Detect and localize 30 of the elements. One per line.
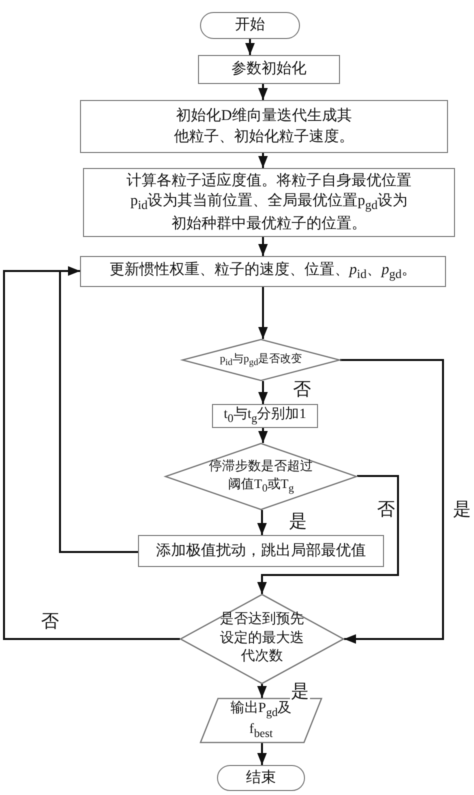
decision-diamond: 是否达到预先设定的最大迭代次数	[180, 594, 344, 684]
decision-diamond: 停滞步数是否超过阈值T$_{0}$或T$_{g}$	[165, 443, 357, 510]
edge-label: 是	[288, 512, 308, 530]
decision-diamond: p$_{id}$与p$_{gd}$是否改变	[182, 339, 340, 381]
edge-label: 否	[40, 612, 60, 630]
arrow	[245, 39, 255, 55]
process-box: 更新惯性权重、粒子的速度、位置、p$_{id}$、p$_{gd}$。	[80, 256, 446, 287]
arrow	[258, 287, 268, 339]
terminal-box: 结束	[217, 765, 305, 791]
edge-label: 否	[292, 380, 312, 398]
arrow	[258, 381, 268, 404]
process-box: 计算各粒子适应度值。将粒子自身最优位置p$_{id}$设为其当前位置、全局最优位置p$_{gd}$设为初始种群中最优粒子的位置。	[83, 168, 455, 237]
arrow	[257, 743, 267, 765]
edge-label: 是	[290, 682, 310, 700]
arrow	[257, 684, 267, 698]
terminal-box: 开始	[200, 12, 300, 39]
edge-label: 否	[376, 500, 396, 518]
process-box: 添加极值扰动，跳出局部最优值	[138, 535, 384, 567]
process-box: 初始化D维向量迭代生成其他粒子、初始化粒子速度。	[80, 100, 448, 153]
arrow	[340, 359, 444, 644]
arrow	[258, 237, 268, 256]
edge-label: 是	[452, 500, 472, 518]
arrow	[257, 475, 399, 594]
arrow	[258, 428, 268, 443]
arrow	[258, 84, 268, 100]
arrow	[257, 510, 267, 535]
arrow	[258, 153, 268, 168]
process-box: t$_{0}$与t$_{g}$分别加1	[212, 404, 318, 428]
arrow	[3, 266, 180, 640]
process-box: 参数初始化	[198, 55, 340, 84]
